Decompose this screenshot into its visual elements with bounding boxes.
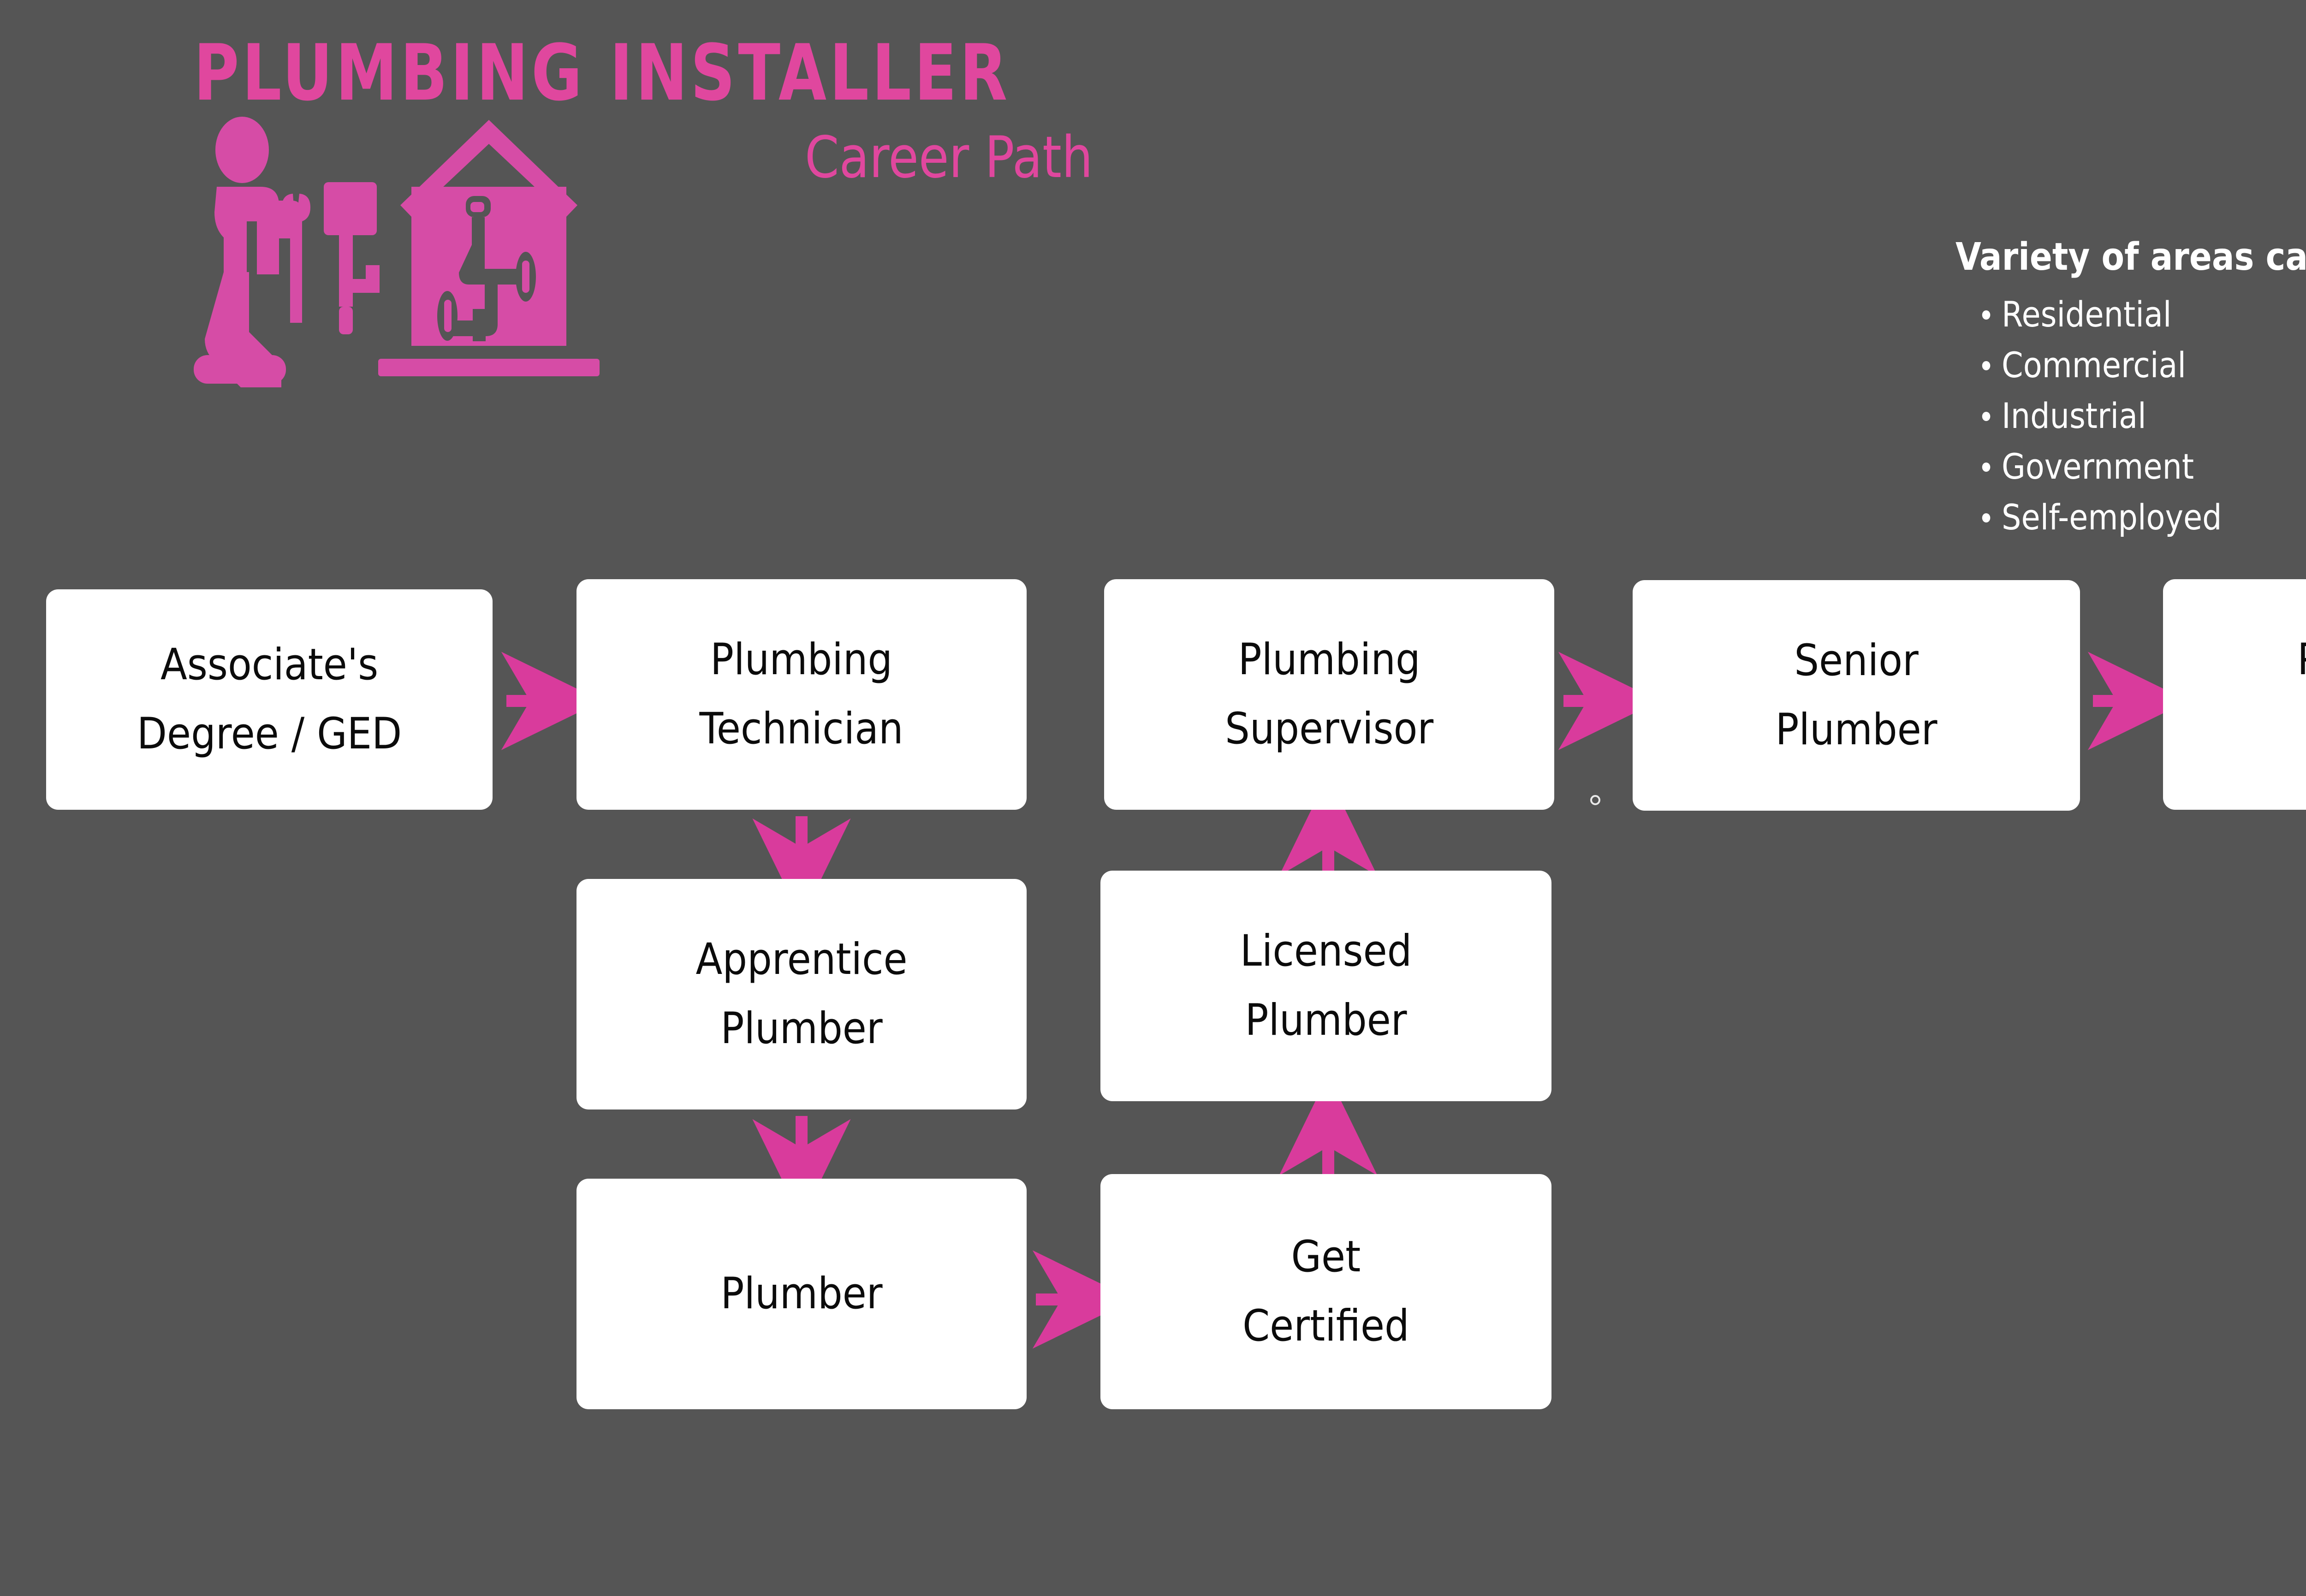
node-label: Get Certified xyxy=(1242,1232,1409,1351)
plumber-illustration xyxy=(148,106,747,392)
node-label: Apprentice Plumber xyxy=(695,934,908,1054)
node-apprentice-plumber[interactable]: Apprentice Plumber xyxy=(576,879,1027,1109)
node-label: Plumbing Technician xyxy=(699,635,904,754)
list-item: Self-employed xyxy=(1982,492,2306,543)
variety-list: Residential Commercial Industrial Govern… xyxy=(1955,289,2306,543)
node-licensed-plumber[interactable]: Licensed Plumber xyxy=(1100,871,1551,1101)
node-get-certified[interactable]: Get Certified xyxy=(1100,1174,1551,1409)
node-plumbing-supervisor-mid[interactable]: Plumbing Supervisor xyxy=(1104,579,1554,810)
list-item: Commercial xyxy=(1982,340,2306,391)
list-item: Government xyxy=(1982,441,2306,492)
node-plumbing-foreman[interactable]: Plumbing Foreman xyxy=(2163,579,2306,810)
node-label: Associate's Degree / GED xyxy=(137,640,402,759)
node-plumbing-technician[interactable]: Plumbing Technician xyxy=(576,579,1027,810)
list-item: Residential xyxy=(1982,289,2306,340)
list-item: Industrial xyxy=(1982,391,2306,441)
variety-heading: Variety of areas can work at: xyxy=(1955,235,2306,279)
page-title: PLUMBING INSTALLER xyxy=(194,28,1010,118)
page-subtitle: Career Path xyxy=(805,125,1093,191)
node-label: Plumbing Foreman xyxy=(2297,625,2306,764)
variety-of-areas-block: Variety of areas can work at: Residentia… xyxy=(1955,235,2306,543)
node-senior-plumber[interactable]: Senior Plumber xyxy=(1633,580,2080,811)
node-label: Plumber xyxy=(720,1269,883,1319)
node-plumber[interactable]: Plumber xyxy=(576,1179,1027,1409)
node-label: Plumbing Supervisor xyxy=(1224,635,1434,754)
node-label: Licensed Plumber xyxy=(1240,926,1412,1045)
node-label: Senior Plumber xyxy=(1775,635,1938,755)
node-associates-degree-ged[interactable]: Associate's Degree / GED xyxy=(46,589,493,810)
stray-dot-artifact xyxy=(1590,795,1600,805)
